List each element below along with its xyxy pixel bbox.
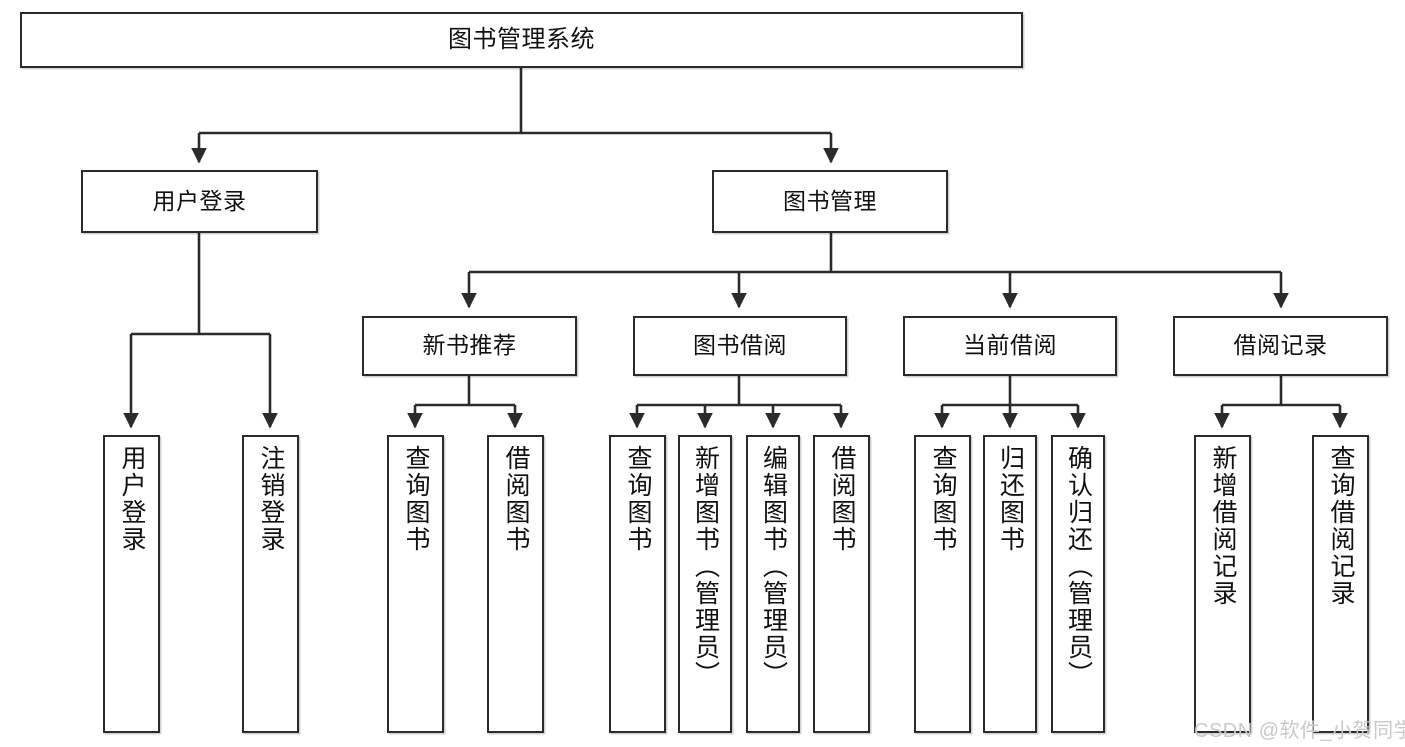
leaf-confirm-return-admin[interactable]: 确认归还（管理员） (1051, 435, 1105, 733)
node-label: 借阅图书 (828, 445, 856, 553)
node-label: 新增借阅记录 (1209, 445, 1237, 607)
node-label: 用户登录 (118, 445, 146, 553)
leaf-add-borrow-record[interactable]: 新增借阅记录 (1194, 435, 1251, 733)
node-label: 编辑图书（管理员） (759, 445, 788, 688)
node-label: 用户登录 (152, 187, 247, 214)
node-root-system[interactable]: 图书管理系统 (20, 12, 1023, 68)
node-label: 查询图书 (402, 445, 430, 553)
node-current-borrow[interactable]: 当前借阅 (903, 316, 1117, 376)
leaf-borrow-book[interactable]: 借阅图书 (813, 435, 870, 733)
leaf-query-book-borrow[interactable]: 查询图书 (609, 435, 666, 733)
node-label: 借阅图书 (502, 445, 530, 553)
node-label: 图书管理 (783, 187, 877, 214)
csdn-watermark: CSDN @软件_小贺同学 (1194, 720, 1405, 742)
node-label: 确认归还（管理员） (1064, 445, 1093, 688)
node-borrow-record[interactable]: 借阅记录 (1173, 316, 1388, 376)
leaf-return-book[interactable]: 归还图书 (983, 435, 1037, 733)
node-user-login[interactable]: 用户登录 (81, 170, 318, 233)
leaf-query-borrow-record[interactable]: 查询借阅记录 (1312, 435, 1369, 733)
leaf-query-book-current[interactable]: 查询图书 (914, 435, 971, 733)
leaf-edit-book-admin[interactable]: 编辑图书（管理员） (746, 435, 800, 733)
leaf-query-book-recommend[interactable]: 查询图书 (387, 435, 444, 733)
node-label: 查询图书 (624, 445, 652, 553)
node-label: 新书推荐 (422, 332, 517, 359)
node-label: 图书借阅 (693, 332, 787, 359)
node-book-borrow[interactable]: 图书借阅 (633, 316, 847, 376)
leaf-logout[interactable]: 注销登录 (242, 435, 299, 733)
leaf-add-book-admin[interactable]: 新增图书（管理员） (678, 435, 732, 733)
node-label: 当前借阅 (963, 332, 1057, 359)
node-label: 归还图书 (996, 445, 1025, 553)
node-label: 图书管理系统 (448, 25, 595, 53)
leaf-user-login[interactable]: 用户登录 (103, 435, 160, 733)
node-label: 查询借阅记录 (1327, 445, 1355, 607)
node-label: 查询图书 (929, 445, 957, 553)
node-new-book-recommend[interactable]: 新书推荐 (362, 316, 577, 376)
node-book-management[interactable]: 图书管理 (712, 170, 948, 233)
node-label: 注销登录 (257, 445, 285, 553)
node-label: 新增图书（管理员） (691, 445, 720, 688)
leaf-borrow-book-recommend[interactable]: 借阅图书 (487, 435, 544, 733)
node-label: 借阅记录 (1233, 332, 1328, 359)
